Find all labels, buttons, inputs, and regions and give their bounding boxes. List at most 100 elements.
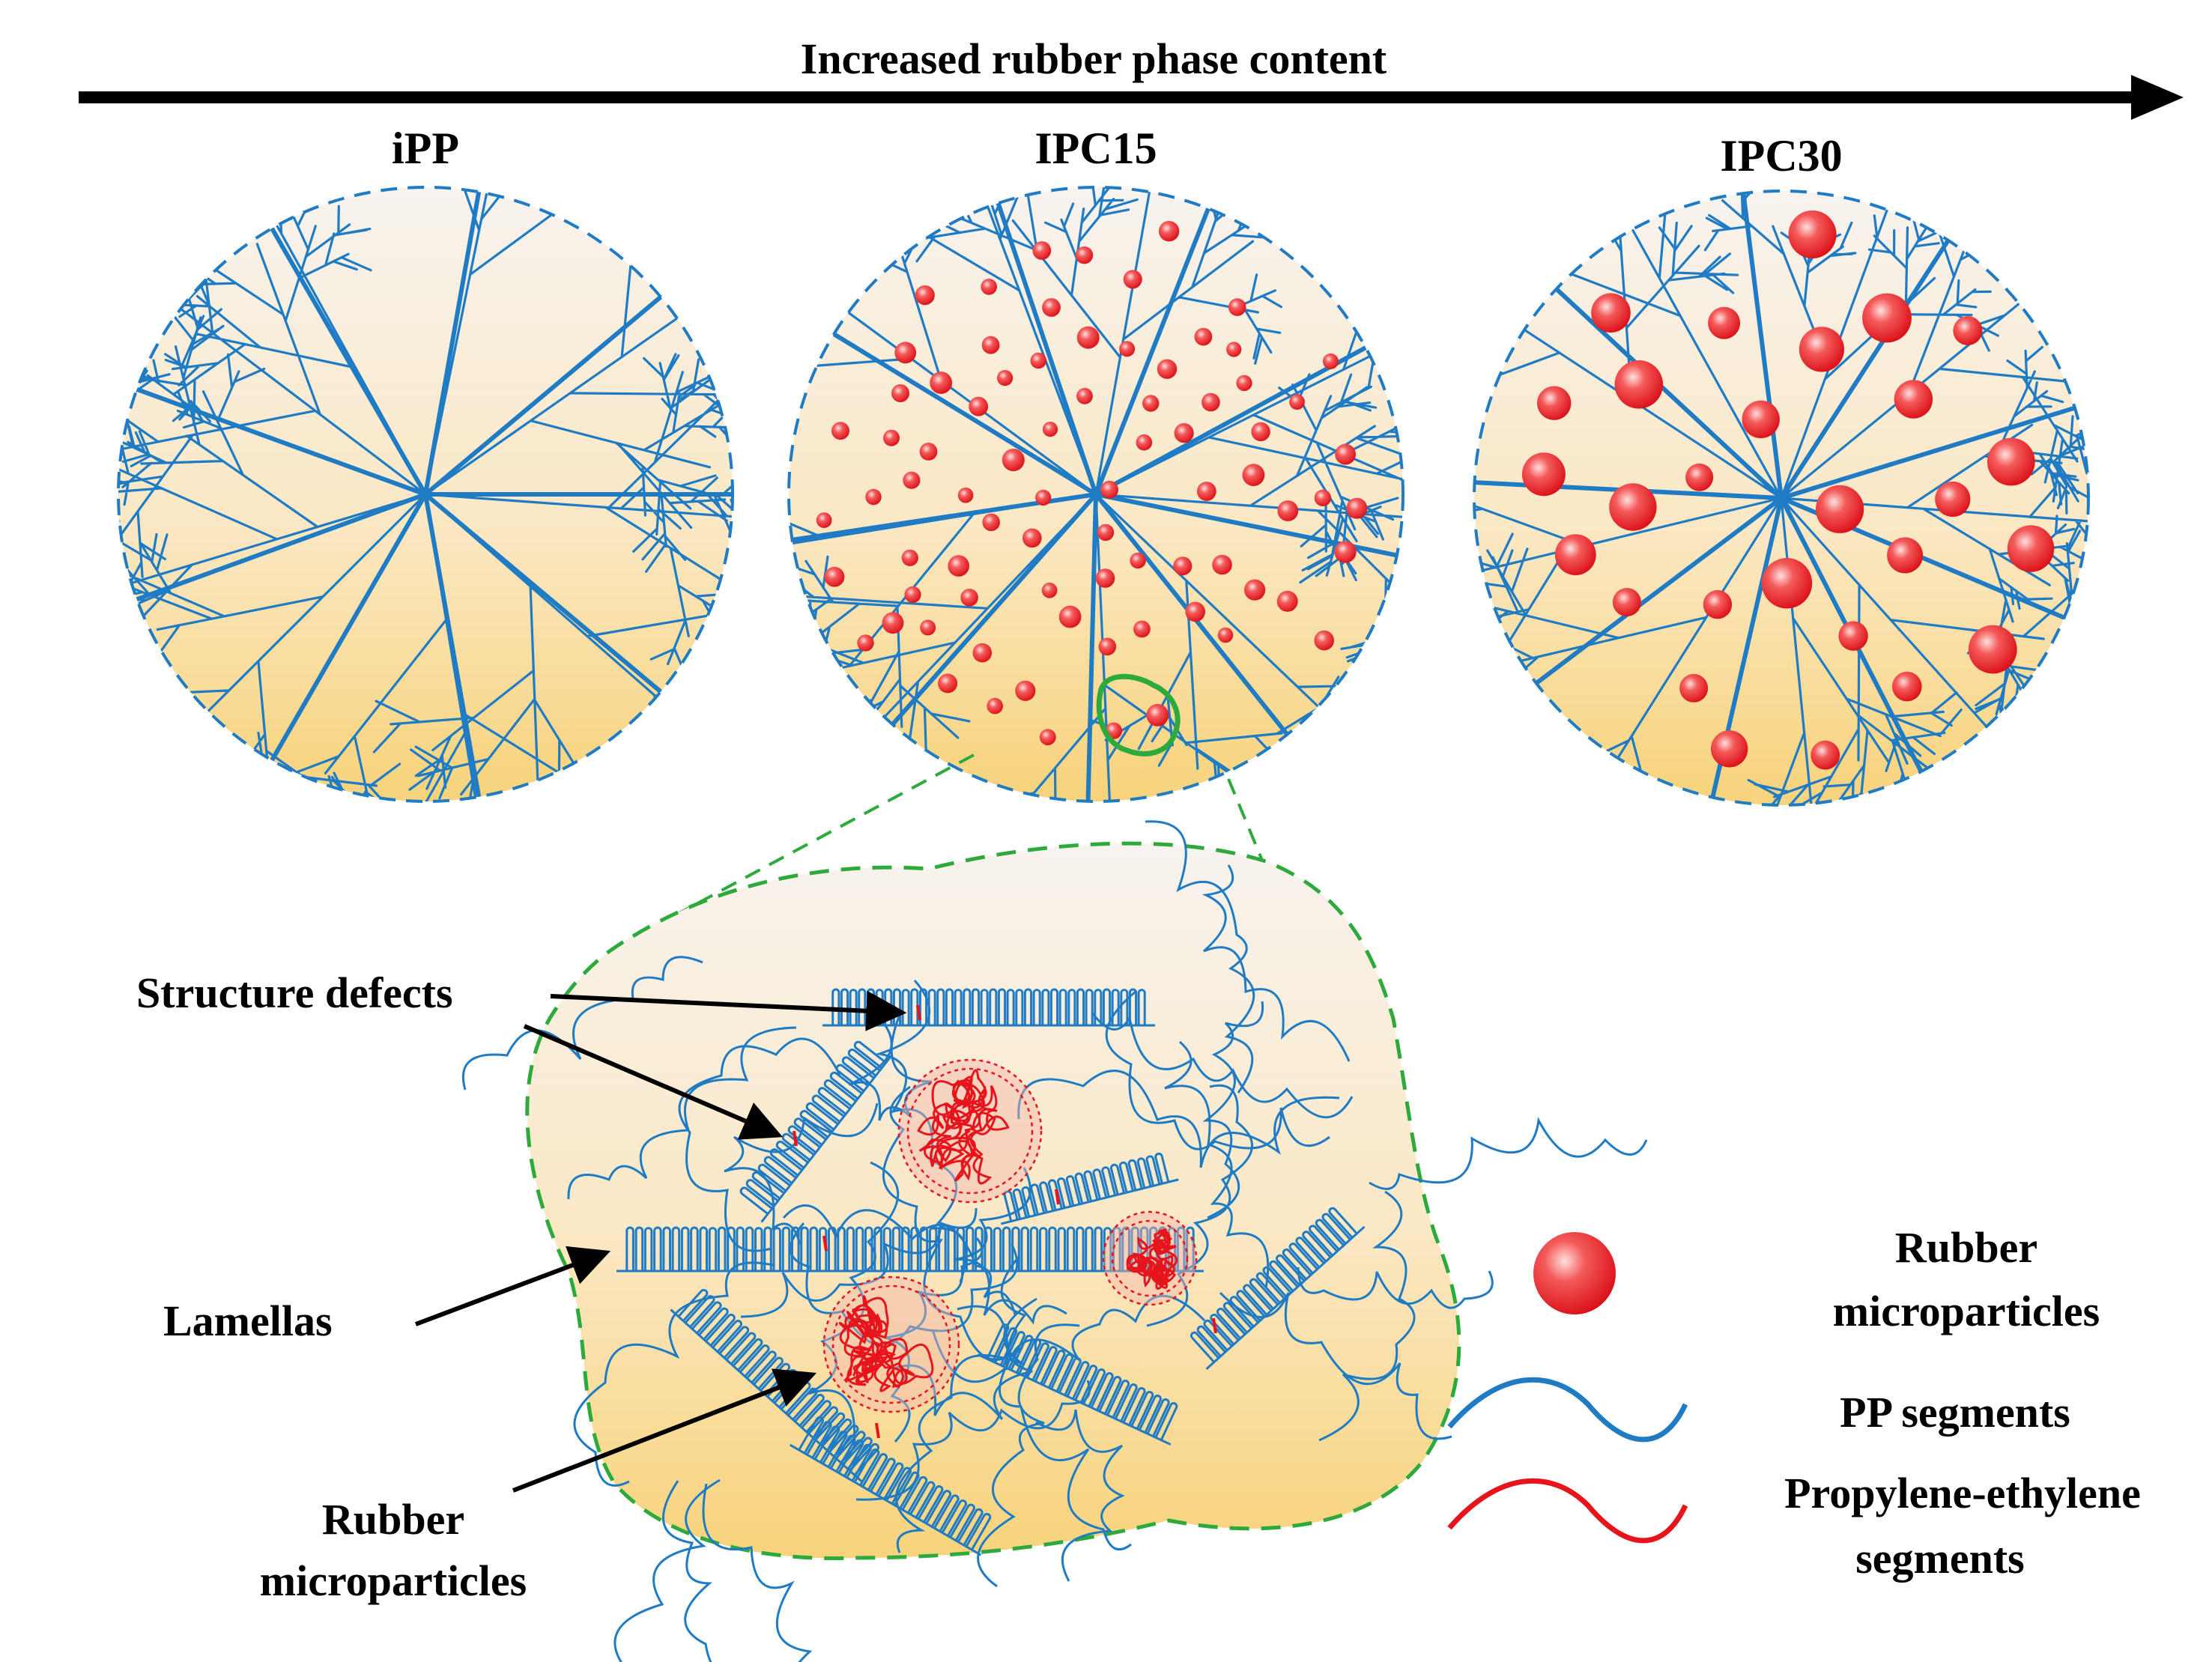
lamella bbox=[1190, 1207, 1366, 1370]
rubber-particle bbox=[901, 549, 918, 566]
rubber-particle bbox=[1119, 341, 1136, 357]
rubber-particle bbox=[1537, 386, 1572, 420]
rubber-particle bbox=[930, 371, 953, 394]
rubber-particle bbox=[1194, 327, 1213, 346]
rubber-particle bbox=[1703, 589, 1733, 619]
rubber-particle bbox=[1322, 353, 1339, 369]
rubber-particle bbox=[1816, 485, 1864, 533]
rubber-particle bbox=[1614, 360, 1664, 409]
rubber-particles-large bbox=[1521, 210, 2055, 770]
rubber-particle bbox=[1146, 703, 1169, 727]
rubber-particle bbox=[1335, 443, 1356, 465]
zoom-region-outline bbox=[1096, 673, 1181, 756]
rubber-particle bbox=[1708, 306, 1741, 339]
callout-arrows bbox=[414, 990, 907, 1493]
rubber-particle bbox=[1685, 463, 1714, 491]
rubber-particle bbox=[831, 422, 849, 440]
rubber-particle bbox=[948, 555, 969, 577]
rubber-particle bbox=[1075, 246, 1094, 264]
rubber-particle bbox=[1894, 380, 1933, 419]
rubber-particle bbox=[1862, 293, 1912, 343]
lamella bbox=[739, 1040, 894, 1223]
rubber-microparticle-coils bbox=[822, 1058, 1198, 1413]
rubber-particle bbox=[1242, 464, 1265, 486]
rubber-particle bbox=[1136, 434, 1153, 451]
rubber-particle bbox=[816, 512, 832, 528]
rubber-particle bbox=[1554, 534, 1596, 575]
arrow-rubber bbox=[512, 1368, 817, 1493]
rubber-particle bbox=[1228, 298, 1246, 316]
rubber-particle bbox=[1799, 327, 1844, 372]
rubber-particle bbox=[1788, 210, 1837, 258]
rubber-particle bbox=[997, 370, 1013, 386]
rubber-particle bbox=[1130, 552, 1146, 569]
rubber-particle bbox=[1042, 422, 1058, 437]
rubber-particle bbox=[1174, 423, 1194, 443]
rubber-particle bbox=[969, 396, 989, 416]
rubber-particle bbox=[1810, 740, 1840, 770]
structure-defect-marks bbox=[793, 1004, 1217, 1439]
rubber-particle bbox=[1097, 524, 1115, 542]
rubber-particle bbox=[1276, 590, 1298, 612]
rubber-coil bbox=[822, 1276, 960, 1413]
rubber-particle bbox=[1711, 730, 1748, 768]
rubber-particle bbox=[1346, 497, 1368, 519]
rubber-particle bbox=[1591, 293, 1631, 333]
rubber-particle bbox=[1002, 449, 1025, 472]
rubber-particle bbox=[903, 471, 921, 489]
structure-defect bbox=[793, 1130, 798, 1147]
rubber-particle bbox=[1202, 392, 1220, 412]
legend-rubber-swatch bbox=[1533, 1232, 1616, 1314]
rubber-particle bbox=[1212, 554, 1232, 575]
rubber-particle bbox=[882, 612, 904, 634]
label-rubber-line1: Rubber bbox=[322, 1495, 464, 1544]
structure-defect bbox=[916, 1004, 921, 1021]
spherulite-title-ipc15: IPC15 bbox=[1034, 124, 1157, 173]
rubber-particle bbox=[1041, 582, 1058, 598]
rubber-particle bbox=[824, 566, 845, 587]
rubber-particle bbox=[1612, 588, 1641, 616]
label-structure-defects: Structure defects bbox=[136, 968, 453, 1017]
rubber-particle bbox=[1035, 489, 1052, 506]
legend-rubber-line2: microparticles bbox=[1833, 1287, 2100, 1335]
rubber-particle bbox=[1953, 316, 1983, 345]
structure-defect bbox=[1212, 1317, 1217, 1334]
rubber-particle bbox=[1334, 541, 1357, 563]
legend-rubber-line1: Rubber bbox=[1895, 1223, 2037, 1272]
legend: Rubber microparticles PP segments Propyl… bbox=[1447, 1223, 2141, 1583]
rubber-particle bbox=[972, 643, 993, 663]
rubber-particle bbox=[1142, 395, 1160, 412]
spherulite-title-ipp: iPP bbox=[392, 124, 459, 173]
rubber-particle bbox=[865, 488, 882, 506]
rubber-particle bbox=[1217, 627, 1234, 643]
rubber-particle bbox=[1095, 568, 1115, 588]
rubber-particle bbox=[960, 589, 978, 607]
zoomed-structure bbox=[461, 820, 1648, 1662]
rubber-particle bbox=[1679, 673, 1709, 703]
rubber-particle bbox=[1058, 605, 1082, 628]
spherulite-ipp bbox=[117, 186, 734, 803]
rubber-particle bbox=[1196, 482, 1216, 501]
content-arrow bbox=[79, 75, 2184, 120]
rubber-particle bbox=[1251, 422, 1270, 442]
rubber-particle bbox=[1968, 625, 2017, 674]
rubber-particle bbox=[1761, 558, 1813, 609]
rubber-particle bbox=[904, 586, 921, 604]
rubber-particle bbox=[1030, 352, 1046, 369]
rubber-particle bbox=[1987, 437, 2035, 486]
rubber-particle bbox=[1314, 630, 1334, 651]
rubber-coil bbox=[1102, 1210, 1198, 1306]
label-lamellas: Lamellas bbox=[163, 1296, 333, 1345]
rubber-particle bbox=[1314, 489, 1332, 506]
rubber-particle bbox=[1289, 394, 1305, 410]
rubber-particle bbox=[1226, 342, 1242, 357]
rubber-particle bbox=[987, 697, 1003, 715]
rubber-particle bbox=[938, 673, 958, 694]
rubber-particle bbox=[1244, 579, 1266, 601]
rubber-particle bbox=[1022, 528, 1042, 548]
rubber-particle bbox=[1742, 400, 1780, 439]
structure-defect bbox=[875, 1422, 880, 1439]
lamella bbox=[977, 1323, 1178, 1446]
rubber-particle bbox=[1042, 298, 1061, 317]
